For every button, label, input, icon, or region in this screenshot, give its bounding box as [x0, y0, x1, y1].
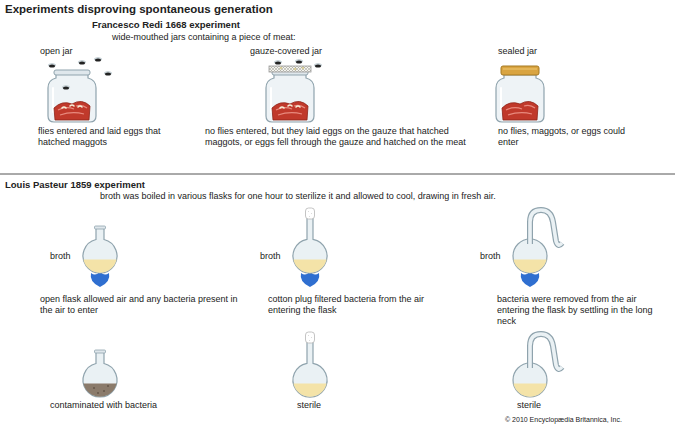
diagram-title: Experiments disproving spontaneous gener… [5, 3, 273, 17]
broth-label: broth [260, 251, 281, 262]
copyright-note: © 2010 Encyclopædia Britannica, Inc. [505, 416, 622, 424]
broth-label: broth [50, 251, 71, 262]
setup-note: broth was boiled in various flasks for o… [100, 191, 496, 202]
outcome-label: sterile [297, 400, 321, 411]
jar-label: gauze-covered jar [250, 46, 322, 57]
result-note: no flies entered, but they laid eggs on … [205, 126, 470, 148]
jar-label: sealed jar [498, 46, 537, 57]
jar-label: open jar [40, 46, 73, 57]
outcome-label: sterile [517, 400, 541, 411]
result-note: no flies, maggots, or eggs could enter [498, 126, 633, 148]
result-note: flies entered and laid eggs that hatched… [38, 126, 188, 148]
experiment-heading: Louis Pasteur 1859 experiment [5, 179, 145, 190]
result-note: open flask allowed air and any bacteria … [40, 294, 240, 316]
setup-note: wide-mouthed jars containing a piece of … [112, 32, 296, 43]
broth-label: broth [480, 251, 501, 262]
outcome-label: contaminated with bacteria [50, 400, 157, 411]
experiment-heading: Francesco Redi 1668 experiment [92, 19, 240, 30]
result-note: bacteria were removed from the air enter… [497, 294, 669, 326]
result-note: cotton plug filtered bacteria from the a… [268, 294, 448, 316]
